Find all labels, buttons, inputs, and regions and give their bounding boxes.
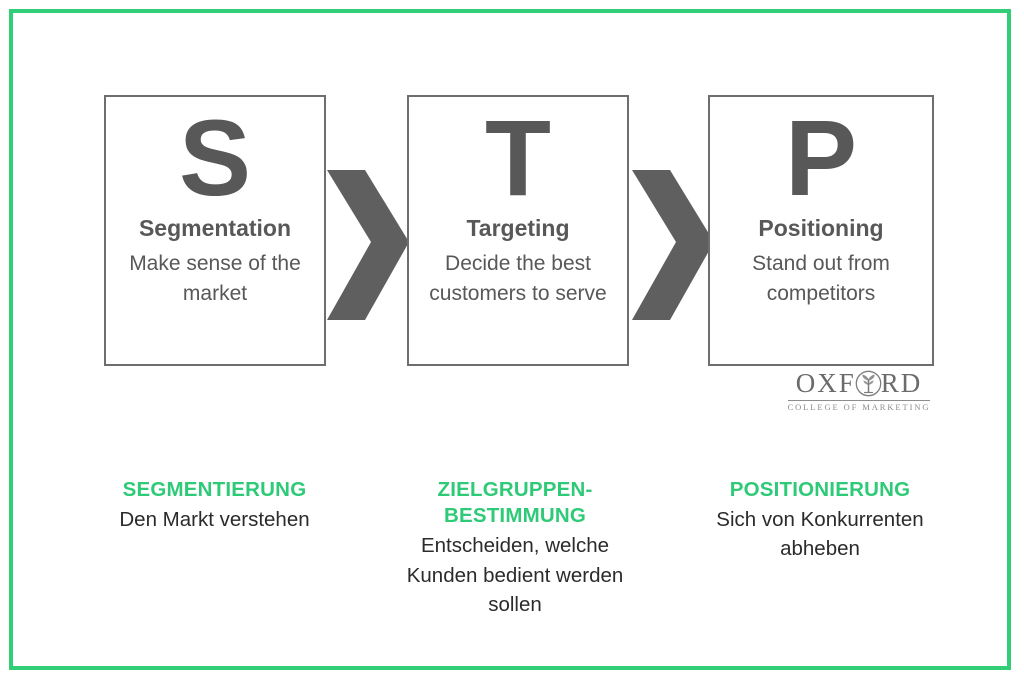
chevron-right-icon-2 <box>632 170 714 320</box>
translation-heading-segmentierung: SEGMENTIERUNG <box>122 478 307 501</box>
translation-heading-positionierung: POSITIONIERUNG <box>729 478 911 501</box>
translation-body-segmentierung: Den Markt verstehen <box>119 508 310 532</box>
stage-description-positioning: Stand out from competitors <box>752 251 890 306</box>
stage-box-targeting: T Targeting Decide the best customers to… <box>407 95 629 366</box>
logo-word-left: OXF <box>795 368 856 398</box>
tree-icon <box>855 370 882 397</box>
stage-title-positioning: Positioning <box>758 215 884 241</box>
stage-title-segmentation: Segmentation <box>138 215 292 241</box>
stage-letter-s: S <box>178 103 252 215</box>
green-border-frame <box>9 9 1011 670</box>
stage-box-positioning: P Positioning Stand out from competitors <box>708 95 934 366</box>
stage-box-segmentation: S Segmentation Make sense of the market <box>104 95 326 366</box>
translation-column-targeting: ZIELGRUPPEN-BESTIMMUNG Entscheiden, welc… <box>390 477 640 619</box>
oxford-college-logo: OXF RD COLLEGE OF MARKETING <box>784 370 934 412</box>
chevron-right-icon-1 <box>327 170 409 320</box>
logo-word-right: RD <box>880 368 923 398</box>
stage-letter-p: P <box>784 103 858 215</box>
stage-description-segmentation: Make sense of the market <box>129 251 301 306</box>
translation-heading-zielgruppenbestimmung: ZIELGRUPPEN-BESTIMMUNG <box>437 478 593 528</box>
translation-column-positioning: POSITIONIERUNG Sich von Konkurrenten abh… <box>690 477 950 563</box>
stage-letter-t: T <box>485 103 551 215</box>
translation-body-positionierung: Sich von Konkurrenten abheben <box>716 508 924 561</box>
translation-body-zielgruppenbestimmung: Entscheiden, welche Kunden bedient werde… <box>406 534 624 616</box>
translation-column-segmentation: SEGMENTIERUNG Den Markt verstehen <box>92 477 337 534</box>
logo-wordmark: OXF RD <box>784 370 934 397</box>
stage-description-targeting: Decide the best customers to serve <box>429 251 607 306</box>
stage-title-targeting: Targeting <box>466 215 570 241</box>
logo-divider <box>788 400 930 401</box>
logo-subtitle: COLLEGE OF MARKETING <box>787 402 931 412</box>
